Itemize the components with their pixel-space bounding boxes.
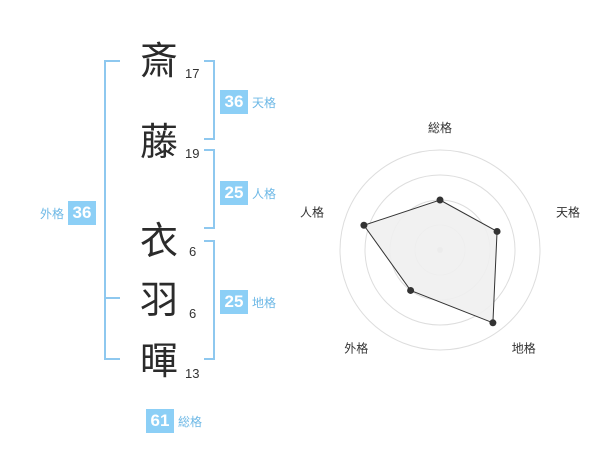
chikaku-value: 25	[220, 290, 248, 314]
radar-grid-ring	[364, 174, 516, 326]
soukaku-value: 61	[146, 409, 174, 433]
tenkaku-badge: 36 天格	[220, 90, 276, 114]
name-char-2: 藤	[140, 120, 179, 164]
gaikaku-label: 外格	[40, 206, 65, 221]
name-char-4: 羽	[140, 278, 179, 322]
jinkaku-value: 25	[220, 181, 248, 205]
soukaku-badge: 61 総格	[146, 409, 202, 433]
gaikaku-badge: 外格 36	[40, 201, 97, 225]
chikaku-label: 地格	[252, 295, 277, 310]
soukaku-label: 総格	[178, 414, 203, 429]
name-char-1: 斎	[140, 39, 179, 83]
radar-axis-label-3: 地格	[512, 341, 536, 356]
name-char-3: 衣	[140, 219, 179, 263]
radar-grid-ring	[339, 149, 541, 351]
jinkaku-badge: 25 人格	[220, 181, 276, 205]
radar-axis-label-4: 外格	[344, 341, 368, 356]
radar-point-2	[493, 227, 501, 235]
radar-axis-label-1: 総格	[428, 120, 452, 135]
tenkaku-label: 天格	[252, 95, 277, 110]
radar-point-1	[436, 196, 444, 204]
tenkaku-value: 36	[220, 90, 248, 114]
radar-axis-label-5: 人格	[300, 204, 324, 219]
chikaku-badge: 25 地格	[220, 290, 276, 314]
jinkaku-label: 人格	[252, 186, 277, 201]
stroke-count-5: 13	[185, 366, 200, 381]
stroke-count-2: 19	[185, 146, 200, 161]
radar-value-polygon	[363, 199, 498, 324]
gaikaku-value: 36	[68, 201, 97, 225]
radar-point-4	[407, 286, 415, 294]
radar-axis-label-2: 天格	[556, 204, 580, 219]
radar-point-3	[489, 319, 497, 327]
name-char-5: 暉	[140, 339, 179, 383]
gaikaku-bracket	[104, 60, 120, 360]
stroke-count-3: 6	[189, 244, 197, 259]
gaikaku-bracket-tick	[104, 297, 120, 299]
stroke-count-4: 6	[189, 306, 197, 321]
chikaku-bracket	[204, 240, 215, 360]
stroke-count-1: 17	[185, 66, 200, 81]
radar-point-5	[360, 221, 368, 229]
jinkaku-bracket	[204, 149, 215, 229]
tenkaku-bracket	[204, 60, 215, 140]
